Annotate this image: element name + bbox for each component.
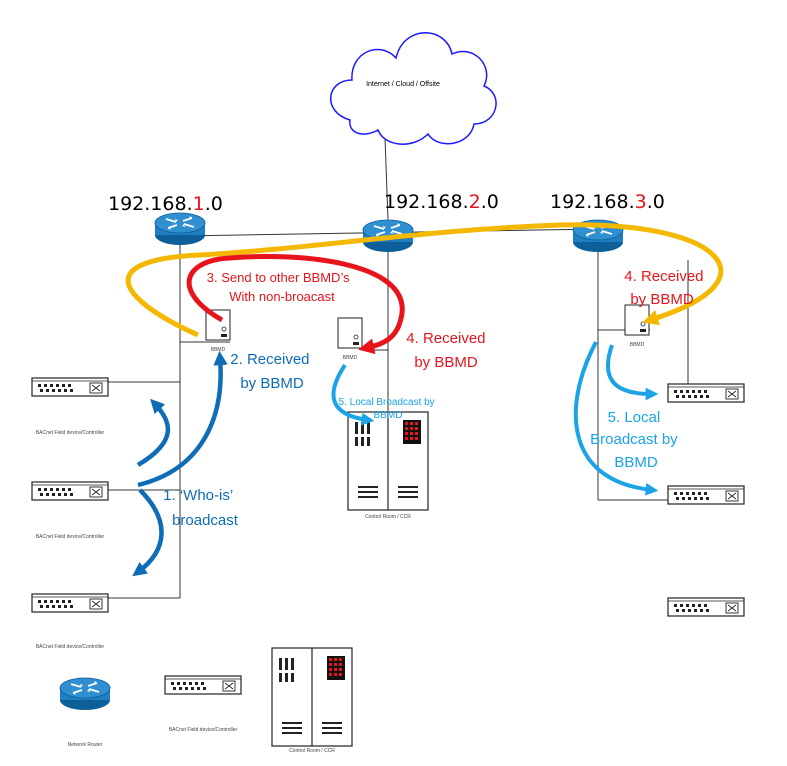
bbmd-label: BBMD [211,347,226,353]
router-icon [154,212,206,246]
network-switch-icon [164,675,242,695]
network-switch-icon [667,597,745,617]
step-2-label: 2. Received by BBMD [230,351,313,392]
network-label-3: 192.168.3.0 [550,191,665,213]
network-switch-icon [31,481,109,501]
network-switch-icon [667,383,745,403]
router-icon [59,677,111,711]
network-label-1: 192.168.1.0 [108,193,223,215]
step-5a-label: 5. Local Broadcast by BBMD [339,397,438,421]
network-switch-icon [31,377,109,397]
bbmd-label: BBMD [343,355,358,361]
local-broadcast-arrow-switch-1 [606,344,659,401]
local-broadcast-arrow-switch-2 [573,341,659,496]
network-label-2: 192.168.2.0 [384,191,499,213]
step-5b-label: 5. Local Broadcast by BBMD [590,409,682,471]
bbmd-server-icon [337,317,363,349]
field-device-label: BACnet Field device/Controller [36,430,105,436]
who-is-arrow-up [136,398,171,467]
local-broadcast-arrow-ccr [331,363,375,426]
step-4b-label: 4. Received by BBMD [624,268,707,308]
control-room-icon [271,647,353,747]
bbmd-server-icon [624,304,650,336]
control-room-label: Control Room / CCR [289,748,335,754]
red-send-arrow [186,254,405,355]
control-room-label: Control Room / CCR [365,514,411,520]
network-switch-icon [31,593,109,613]
step-1-label: 1. ‘Who-is’ broadcast [163,487,239,529]
gold-broadcast-arrow [125,222,724,338]
step-4a-label: 4. Received by BBMD [406,330,489,371]
field-device-label: BACnet Field device/Controller [36,644,105,650]
field-device-label: BACnet Field device/Controller [36,534,105,540]
field-device-label: BACnet Field device/Controller [169,727,238,733]
control-room-icon [347,411,429,511]
step-3-label: 3. Send to other BBMD’s With non-broacas… [207,270,353,304]
who-is-arrow-down [132,488,164,577]
network-wiring [108,137,689,599]
who-is-arrow-bbmd [137,350,228,488]
network-router-label: Network Router [68,742,103,748]
bbmd-label: BBMD [630,342,645,348]
cloud-icon [330,32,497,145]
network-switch-icon [667,485,745,505]
cloud-label: Internet / Cloud / Offsite [366,81,440,88]
